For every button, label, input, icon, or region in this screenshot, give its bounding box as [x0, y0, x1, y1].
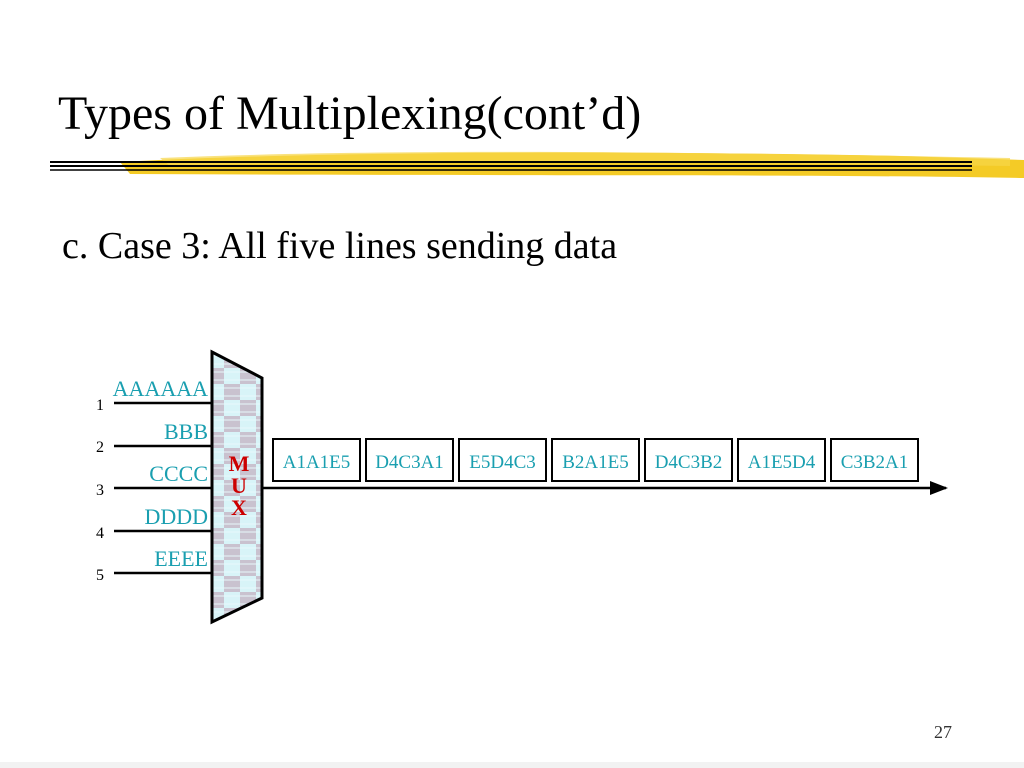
- line-number-1: 1: [96, 397, 104, 414]
- output-frame-label-7: C3B2A1: [841, 452, 909, 473]
- output-frame-label-5: D4C3B2: [655, 452, 723, 473]
- output-frame-label-4: B2A1E5: [562, 452, 629, 473]
- mux-letter-m: M: [229, 451, 250, 476]
- line-data-1: AAAAAA: [113, 376, 208, 401]
- input-line-4: 4 DDDD: [96, 504, 212, 542]
- line-data-4: DDDD: [144, 504, 208, 529]
- output-frame-label-3: E5D4C3: [469, 452, 536, 473]
- input-line-2: 2 BBB: [96, 419, 212, 456]
- output-frame-label-6: A1E5D4: [748, 452, 816, 473]
- footer-band: [0, 762, 1024, 768]
- line-data-2: BBB: [164, 419, 208, 444]
- output-frame-4: B2A1E5: [551, 438, 640, 482]
- output-frame-3: E5D4C3: [458, 438, 547, 482]
- output-frame-1: A1A1E5: [272, 438, 361, 482]
- output-frame-2: D4C3A1: [365, 438, 454, 482]
- line-data-3: CCCC: [149, 461, 208, 486]
- output-frame-5: D4C3B2: [644, 438, 733, 482]
- output-frame-label-2: D4C3A1: [375, 452, 444, 473]
- case-bullet: c. Case 3: All five lines sending data: [62, 225, 618, 267]
- input-line-1: 1 AAAAAA: [96, 376, 212, 414]
- output-frame-label-1: A1A1E5: [283, 452, 351, 473]
- output-frame-7: C3B2A1: [830, 438, 919, 482]
- mux-letter-x: X: [231, 495, 247, 520]
- line-number-4: 4: [96, 525, 104, 542]
- input-line-5: 5 EEEE: [96, 546, 212, 584]
- page-number: 27: [934, 722, 952, 742]
- mux-block: M U X: [210, 349, 264, 625]
- line-number-2: 2: [96, 439, 104, 456]
- output-frame-6: A1E5D4: [737, 438, 826, 482]
- slide-title: Types of Multiplexing(cont’d): [58, 87, 642, 140]
- input-line-3: 3 CCCC: [96, 461, 212, 499]
- mux-letter-u: U: [231, 473, 247, 498]
- line-number-5: 5: [96, 567, 104, 584]
- title-underline: [50, 151, 1024, 178]
- line-number-3: 3: [96, 482, 104, 499]
- line-data-5: EEEE: [154, 546, 208, 571]
